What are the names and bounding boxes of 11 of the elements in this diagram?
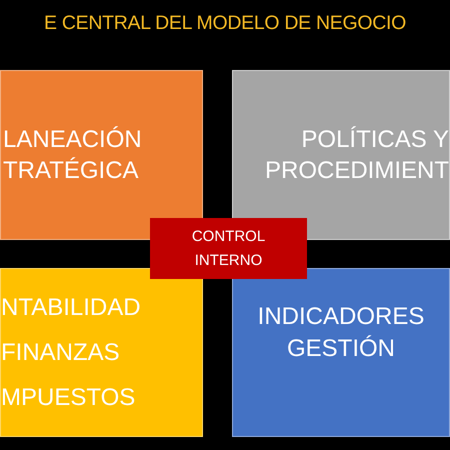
control-box bbox=[150, 218, 307, 279]
box-label: NTABILIDAD bbox=[1, 292, 141, 323]
quadrant-box bbox=[232, 268, 450, 437]
box-label: FINANZAS bbox=[1, 338, 120, 368]
box-label: INDICADORES GESTIÓN bbox=[256, 302, 426, 364]
box-label: CONTROL INTERNO bbox=[190, 227, 266, 270]
title: E CENTRAL DEL MODELO DE NEGOCIO bbox=[43, 12, 407, 35]
box-label: POLÍTICAS Y PROCEDIMIENT bbox=[264, 124, 449, 186]
box-label: MPUESTOS bbox=[1, 383, 136, 414]
quadrant-box bbox=[0, 268, 203, 437]
box-label: LANEACIÓN TRATÉGICA bbox=[3, 124, 143, 186]
